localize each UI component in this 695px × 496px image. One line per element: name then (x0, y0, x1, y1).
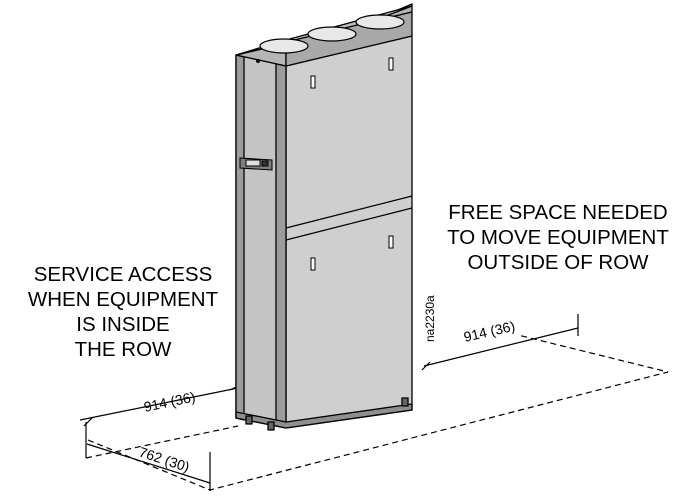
dimension-inner-depth (86, 443, 211, 492)
fan-opening-3 (355, 14, 405, 30)
cabinet-side-face (285, 35, 413, 429)
floor-clearance-outline (85, 334, 669, 491)
service-access-line-1: SERVICE ACCESS (33, 263, 213, 286)
top-fan-openings (259, 14, 405, 54)
cooling-unit-cabinet (235, 3, 413, 431)
free-space-line-3: OUTSIDE OF ROW (467, 251, 649, 274)
service-access-line-4: THE ROW (74, 338, 172, 361)
service-access-line-2: WHEN EQUIPMENT (27, 288, 219, 311)
side-clearance-label: 914 (36) (462, 318, 516, 345)
front-depth-label: 914 (36) (142, 388, 196, 414)
inner-depth-label: 762 (30) (137, 444, 192, 475)
service-access-label: SERVICE ACCESS WHEN EQUIPMENT IS INSIDE … (0, 262, 246, 362)
free-space-line-2: TO MOVE EQUIPMENT (447, 226, 669, 249)
cabinet-indicator (256, 59, 260, 63)
free-space-label: FREE SPACE NEEDED TO MOVE EQUIPMENT OUTS… (424, 200, 692, 275)
drawing-id-label: na2230a (423, 295, 437, 342)
panel-latches (310, 57, 394, 271)
control-display (239, 157, 273, 171)
fan-opening-1 (259, 38, 309, 54)
fan-opening-2 (307, 26, 357, 42)
free-space-line-1: FREE SPACE NEEDED (448, 201, 668, 224)
service-access-line-3: IS INSIDE (76, 313, 170, 336)
dimension-side-clearance (421, 314, 579, 371)
dimension-front-depth (79, 385, 239, 458)
